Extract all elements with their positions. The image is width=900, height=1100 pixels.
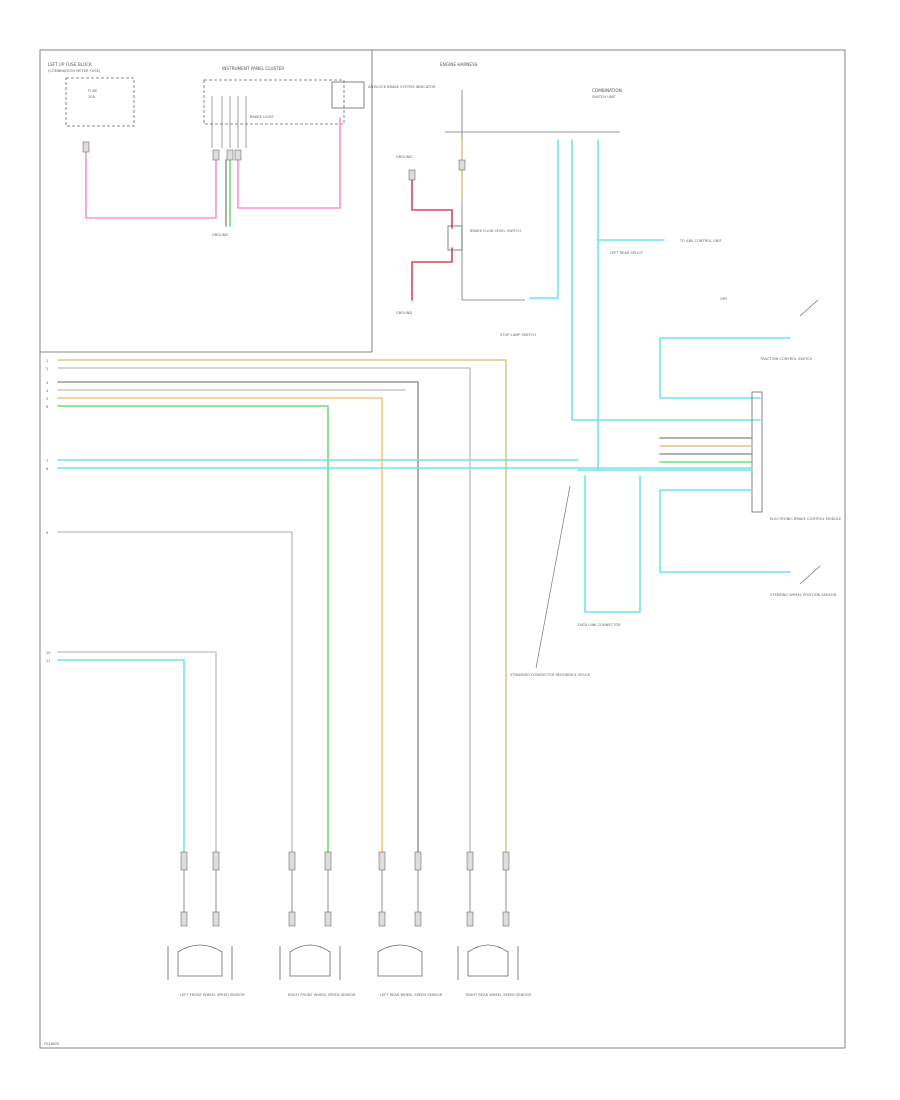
svg-text:10: 10 bbox=[46, 651, 51, 655]
wheel-sensor-rr: RIGHT REAR WHEEL SPEED SENSOR bbox=[457, 851, 531, 997]
svg-text:LEFT REAR SPLICE: LEFT REAR SPLICE bbox=[610, 251, 643, 255]
engine-harness-label: ENGINE HARNESS bbox=[440, 62, 478, 67]
wheel-rf-label: RIGHT FRONT WHEEL SPEED SENSOR bbox=[288, 993, 356, 997]
wheel-sensor-lf: LEFT FRONT WHEEL SPEED SENSOR bbox=[167, 851, 245, 997]
ground-1-label: GROUND bbox=[212, 233, 228, 237]
svg-text:2: 2 bbox=[46, 367, 48, 371]
ground-3-label: GROUND bbox=[396, 311, 412, 315]
abs-indicator-label: ANTILOCK BRAKE SYSTEM INDICATOR bbox=[368, 85, 436, 89]
svg-text:1: 1 bbox=[46, 359, 48, 363]
svg-text:6: 6 bbox=[46, 405, 49, 409]
brake-light-label: BRAKE LIGHT bbox=[250, 115, 275, 119]
ebcm-section: TO ABS CONTROL UNIT LEFT REAR SPLICE GRY… bbox=[510, 139, 842, 677]
wheel-lr-label: LEFT REAR WHEEL SPEED SENSOR bbox=[380, 993, 443, 997]
svg-text:GRY: GRY bbox=[720, 297, 728, 301]
instrument-cluster-box bbox=[203, 79, 345, 125]
diagram-frame bbox=[39, 49, 846, 1049]
wheel-rr-label: RIGHT REAR WHEEL SPEED SENSOR bbox=[466, 993, 531, 997]
svg-text:11: 11 bbox=[46, 659, 51, 663]
wheel-sensor-lr: LEFT REAR WHEEL SPEED SENSOR bbox=[377, 851, 443, 997]
to-abs-label: TO ABS CONTROL UNIT bbox=[679, 239, 723, 243]
svg-text:8: 8 bbox=[46, 467, 49, 471]
svg-text:FUSE: FUSE bbox=[88, 89, 98, 93]
svg-text:20A: 20A bbox=[88, 95, 96, 99]
svg-text:3: 3 bbox=[46, 381, 48, 385]
steering-label: STEERING WHEEL POSITION SENSOR bbox=[770, 593, 837, 597]
splice-note-label: STRANDED CONDUCTOR REFERENCE SPLICE bbox=[510, 673, 591, 677]
svg-text:COMBINATION: COMBINATION bbox=[592, 88, 622, 93]
data-link-label: DATA LINK CONNECTOR bbox=[578, 623, 621, 627]
traction-label: TRACTION CONTROL SWITCH bbox=[759, 357, 812, 361]
svg-text:7: 7 bbox=[46, 459, 48, 463]
svg-text:SWITCH UNIT: SWITCH UNIT bbox=[592, 95, 617, 99]
svg-text:5: 5 bbox=[46, 397, 48, 401]
svg-text:9: 9 bbox=[46, 531, 49, 535]
stop-lamp-label: STOP LAMP SWITCH bbox=[500, 333, 536, 337]
fuse-block-box bbox=[65, 77, 135, 127]
instrument-panel-section: LEFT I/P FUSE BLOCK (COMBINATION METER F… bbox=[40, 50, 436, 353]
ebcm-label: ELECTRONIC BRAKE CONTROL MODULE bbox=[770, 517, 842, 521]
instrument-panel-label: INSTRUMENT PANEL CLUSTER bbox=[222, 66, 284, 71]
fuse-note-label: (COMBINATION METER FUSE) bbox=[48, 69, 101, 73]
wheel-sensor-harness: 1 2 3 4 5 6 7 8 9 10 11 bbox=[46, 359, 753, 853]
wheel-sensor-rf: RIGHT FRONT WHEEL SPEED SENSOR bbox=[279, 851, 356, 997]
ground-2-label: GROUND bbox=[396, 155, 412, 159]
engine-harness-section: ENGINE HARNESS GROUND GROUND BRAKE FLUID… bbox=[396, 62, 622, 337]
wheel-lf-label: LEFT FRONT WHEEL SPEED SENSOR bbox=[180, 993, 245, 997]
brake-switch-label: BRAKE FLUID LEVEL SWITCH bbox=[470, 229, 521, 233]
footer-code: FS4WD5 bbox=[44, 1042, 59, 1046]
svg-text:4: 4 bbox=[46, 389, 49, 393]
fuse-block-label: LEFT I/P FUSE BLOCK bbox=[48, 62, 92, 67]
